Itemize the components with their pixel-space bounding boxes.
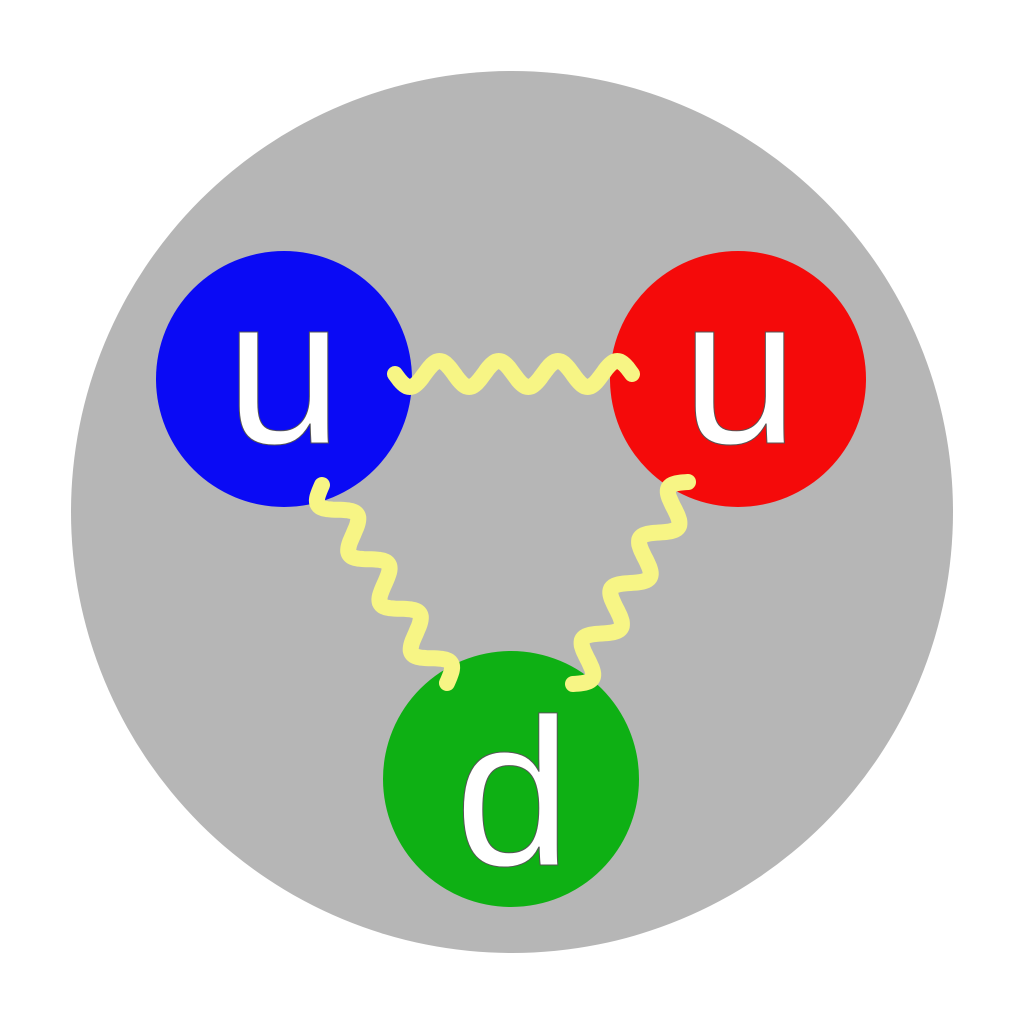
quark-up-red xyxy=(610,251,866,507)
quark-down-green xyxy=(383,651,639,907)
gluon-up-blue-down xyxy=(308,477,461,691)
gluon-up-up xyxy=(387,353,640,395)
gluon-up-red-down xyxy=(565,474,696,692)
quark-label-up-blue: u xyxy=(226,253,343,488)
quark-up-blue xyxy=(156,251,412,507)
quark-label-down-green: d xyxy=(455,675,572,910)
quark-label-up-red: u xyxy=(682,253,799,488)
